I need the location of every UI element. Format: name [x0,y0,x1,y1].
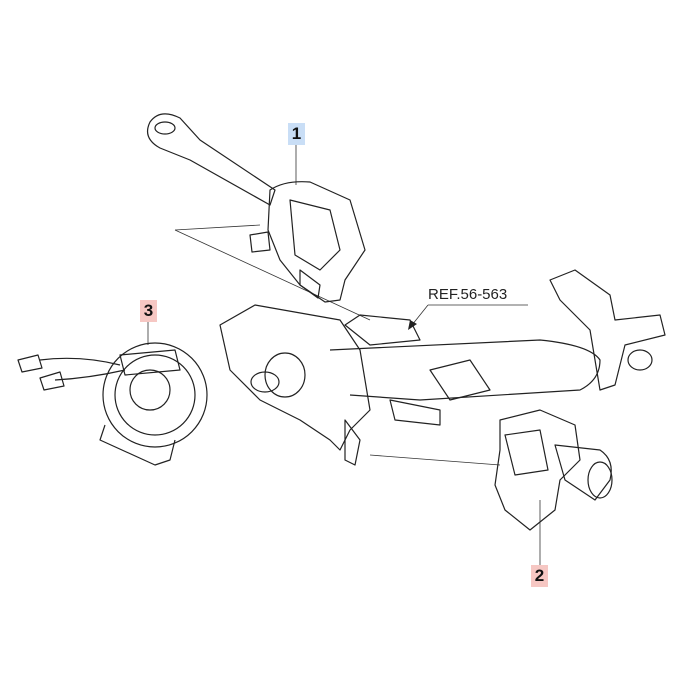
part-2-switch [494,409,613,531]
callout-3[interactable]: 3 [140,300,157,322]
reference-label: REF.56-563 [428,286,508,303]
part-1-switch [147,113,366,303]
leader-lines [147,145,541,565]
callout-2[interactable]: 2 [531,565,548,587]
steering-column [219,269,666,466]
callout-1[interactable]: 1 [288,123,305,145]
part-3-clock-spring [17,342,208,466]
